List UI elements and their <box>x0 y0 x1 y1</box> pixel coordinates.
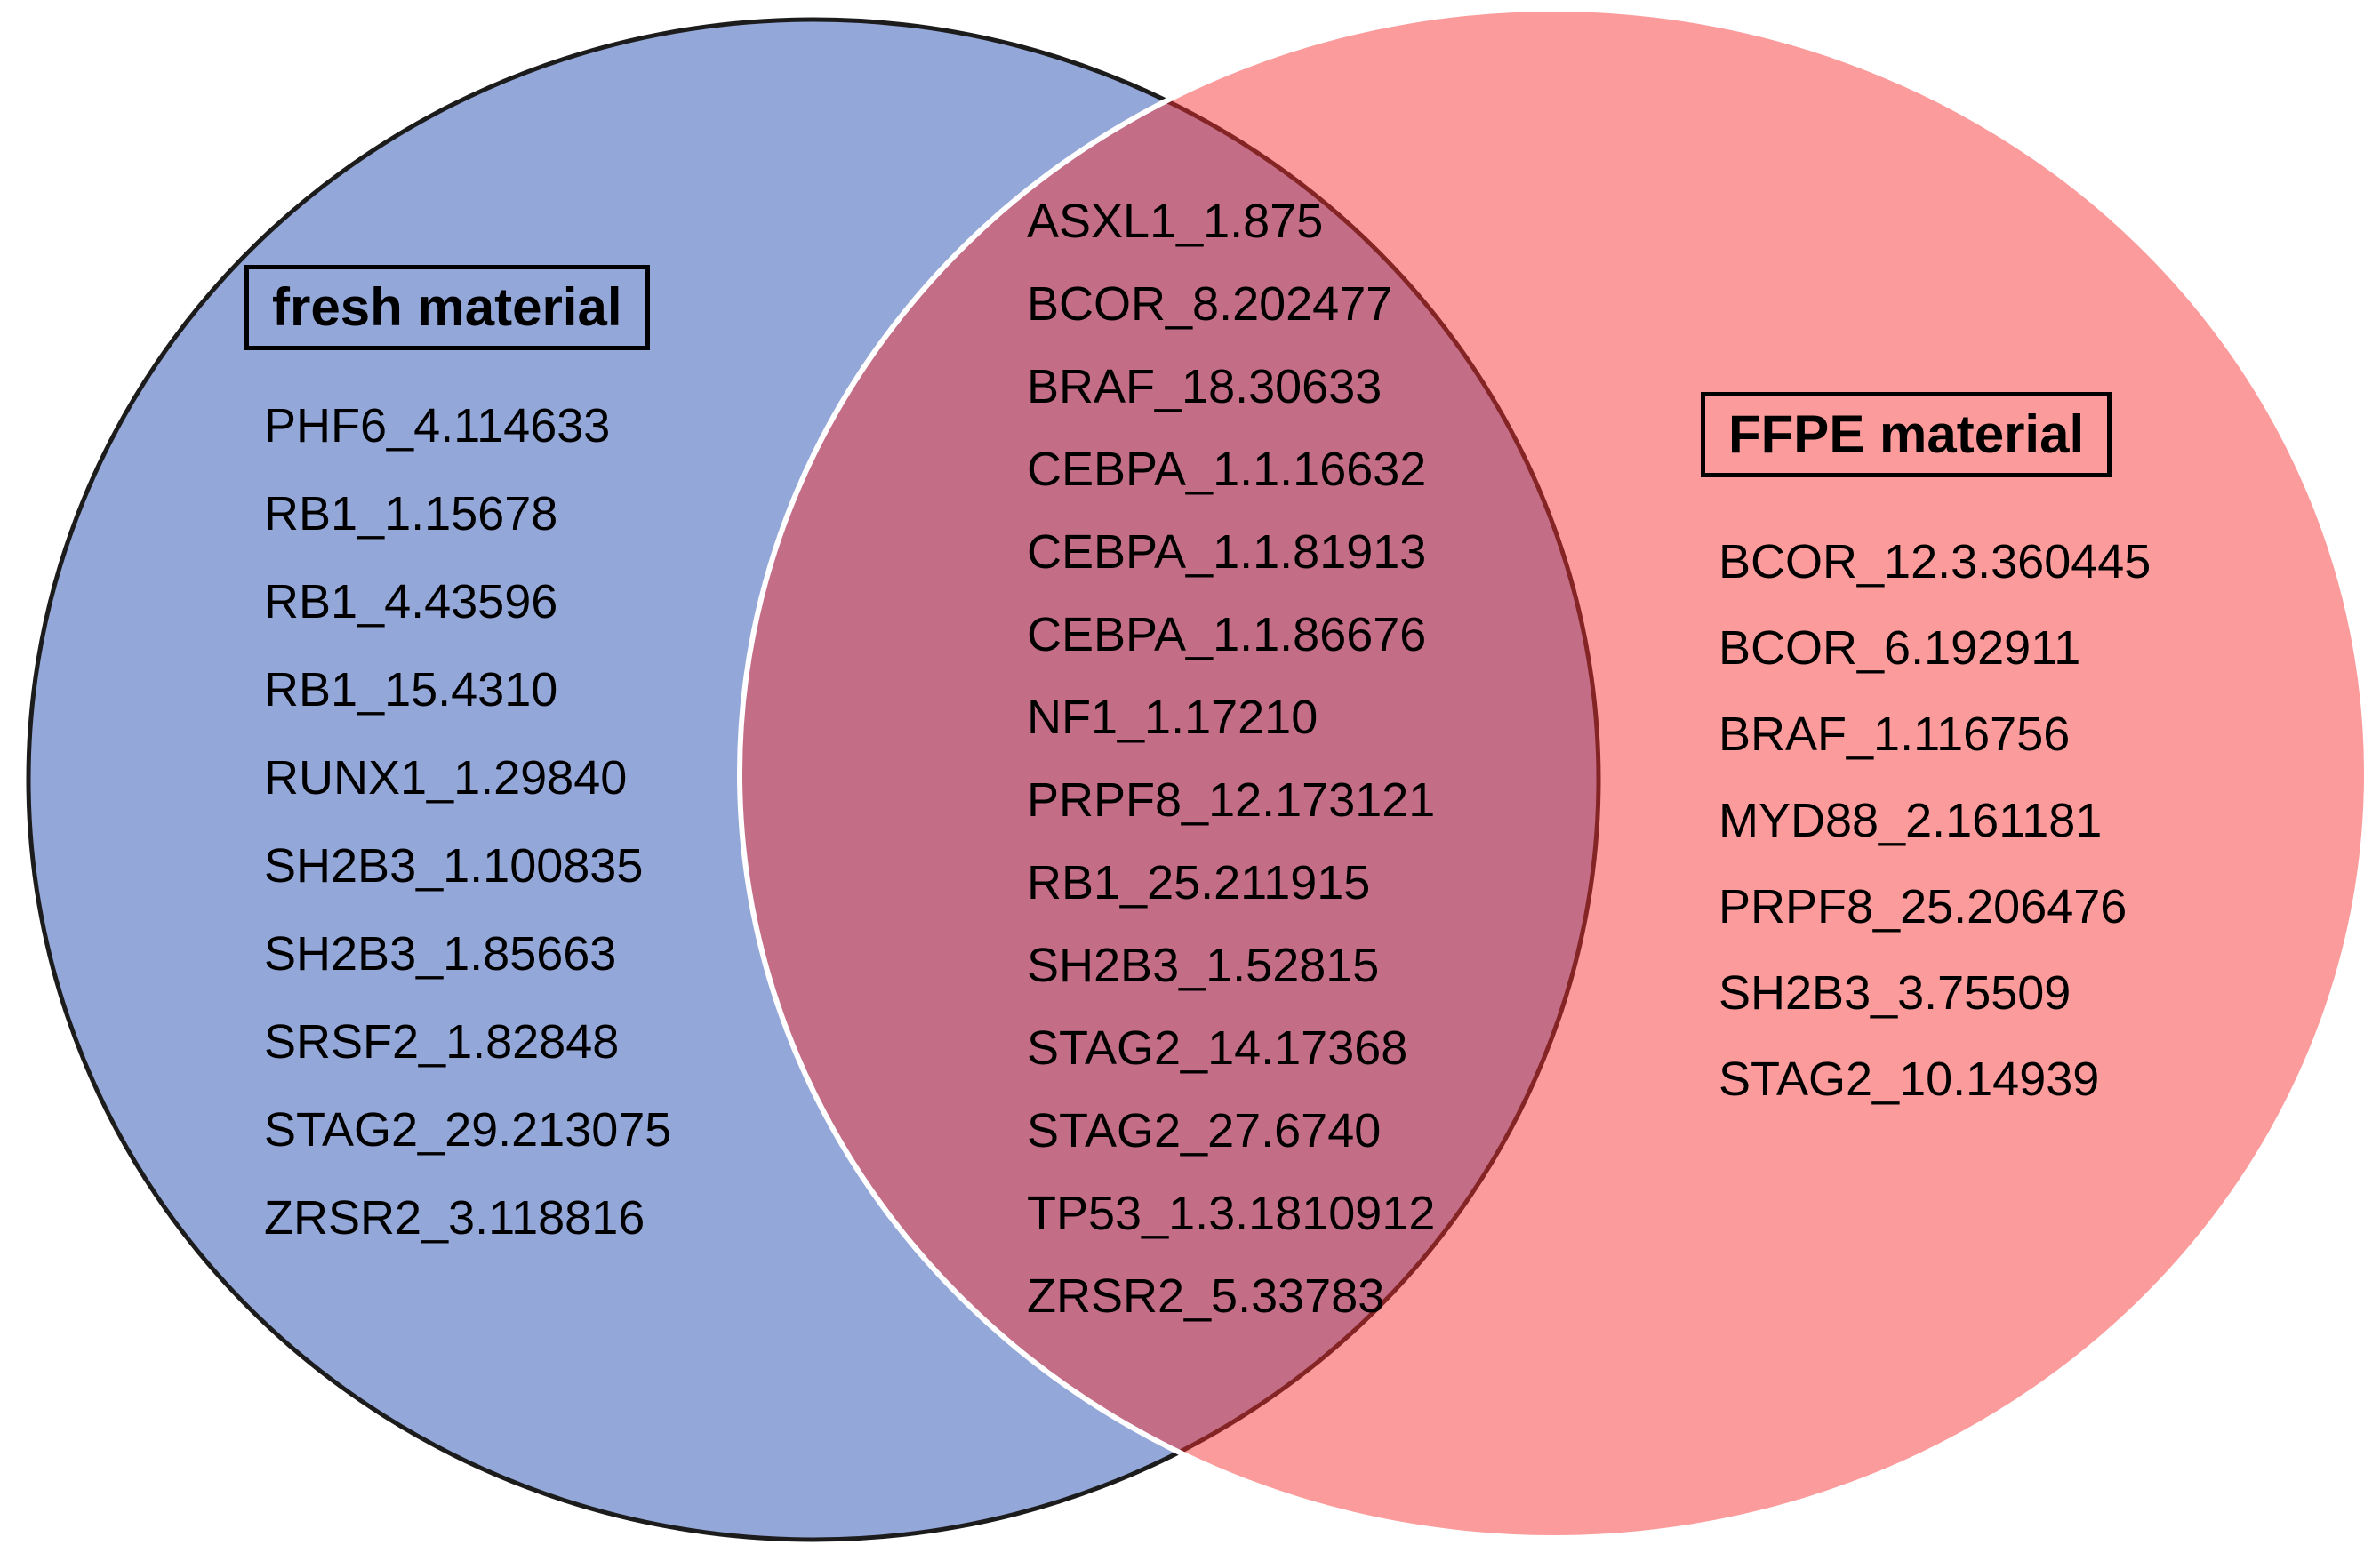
ffpe-material-circle <box>740 9 2367 1538</box>
list-item: SH2B3_1.100835 <box>264 839 644 893</box>
list-item: PRPF8_25.206476 <box>1719 880 2128 933</box>
list-item: CEBPA_1.1.81913 <box>1027 525 1427 579</box>
list-item: MYD88_2.161181 <box>1719 794 2103 847</box>
ffpe-only-list: BCOR_12.3.360445 BCOR_6.192911 BRAF_1.11… <box>1719 519 2151 1123</box>
ffpe-material-title-box: FFPE material <box>1701 392 2112 477</box>
ffpe-material-circle-outline <box>737 6 2369 1541</box>
list-item: RB1_4.43596 <box>264 575 558 628</box>
list-item: BCOR_6.192911 <box>1719 621 2081 675</box>
list-item: BCOR_12.3.360445 <box>1719 535 2152 588</box>
list-item: BCOR_8.202477 <box>1027 277 1393 331</box>
list-item: RB1_15.4310 <box>264 663 558 716</box>
fresh-only-list: PHF6_4.114633 RB1_1.15678 RB1_4.43596 RB… <box>264 382 671 1262</box>
list-item: PRPF8_12.173121 <box>1027 773 1436 827</box>
list-item: ASXL1_1.875 <box>1027 195 1324 248</box>
list-item: PHF6_4.114633 <box>264 399 611 452</box>
list-item: RB1_25.211915 <box>1027 856 1371 909</box>
list-item: TP53_1.3.1810912 <box>1027 1187 1436 1240</box>
list-item: STAG2_29.213075 <box>264 1103 672 1157</box>
fresh-material-circle-outline <box>26 17 1601 1542</box>
list-item: BRAF_18.30633 <box>1027 360 1382 413</box>
intersection-list: ASXL1_1.875 BCOR_8.202477 BRAF_18.30633 … <box>1027 180 1435 1338</box>
list-item: NF1_1.17210 <box>1027 691 1318 744</box>
ffpe-material-title: FFPE material <box>1728 404 2085 464</box>
list-item: STAG2_27.6740 <box>1027 1104 1382 1157</box>
list-item: SH2B3_1.85663 <box>264 927 617 981</box>
list-item: STAG2_10.14939 <box>1719 1053 2100 1106</box>
list-item: SH2B3_1.52815 <box>1027 939 1380 992</box>
fresh-material-circle <box>28 20 1599 1540</box>
list-item: ZRSR2_3.118816 <box>264 1191 645 1245</box>
list-item: CEBPA_1.1.16632 <box>1027 443 1427 496</box>
fresh-material-title: fresh material <box>272 277 622 337</box>
list-item: STAG2_14.17368 <box>1027 1021 1408 1075</box>
fresh-material-title-box: fresh material <box>244 265 650 350</box>
list-item: BRAF_1.116756 <box>1719 708 2071 761</box>
list-item: RUNX1_1.29840 <box>264 751 628 805</box>
list-item: CEBPA_1.1.86676 <box>1027 608 1427 661</box>
list-item: SH2B3_3.75509 <box>1719 966 2071 1020</box>
list-item: ZRSR2_5.33783 <box>1027 1269 1385 1323</box>
list-item: RB1_1.15678 <box>264 487 558 540</box>
list-item: SRSF2_1.82848 <box>264 1015 620 1069</box>
